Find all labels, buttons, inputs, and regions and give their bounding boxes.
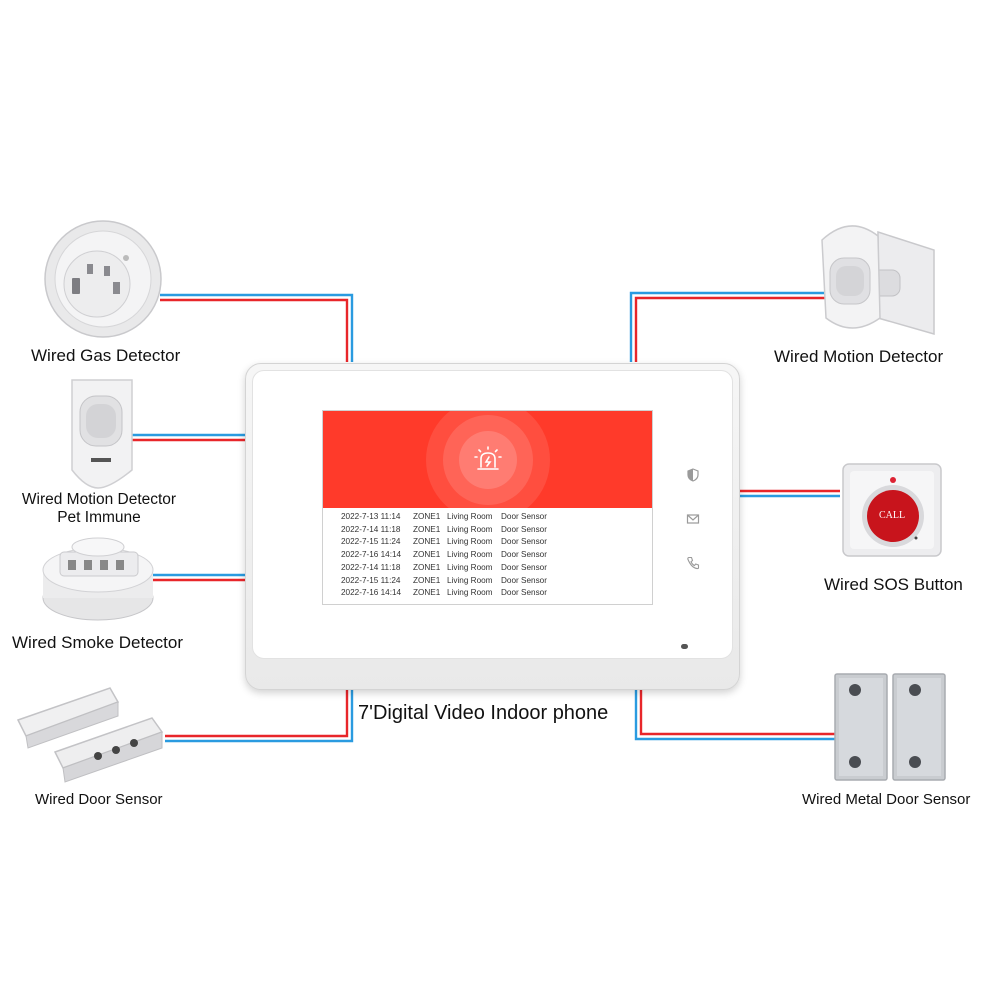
log-zone: ZONE1 (413, 575, 441, 585)
wire-motion-red (634, 296, 830, 362)
log-zone: ZONE1 (413, 537, 441, 547)
log-row: 2022-7-15 11:24 ZONE1 Living Room Door Sens… (341, 536, 547, 549)
log-date: 2022-7-15 11:24 (341, 575, 401, 585)
label-motion-pet-line2: Pet Immune (57, 509, 141, 526)
log-zone: ZONE1 (413, 562, 441, 572)
log-zone: ZONE1 (413, 524, 441, 534)
log-date: 2022-7-14 11:18 (341, 562, 401, 572)
log-location: Living Room (447, 524, 493, 534)
log-date: 2022-7-13 11:14 (341, 512, 401, 521)
gas-detector-image (44, 220, 162, 338)
log-sensor: Door Sensor (501, 524, 547, 534)
alarm-banner (323, 411, 652, 522)
label-metal-door-sensor: Wired Metal Door Sensor (802, 791, 971, 808)
label-door-sensor: Wired Door Sensor (35, 791, 163, 808)
motion-detector-pet-image (71, 379, 133, 489)
sos-button-image (842, 463, 942, 557)
door-sensor-image (16, 687, 164, 783)
phone-icon[interactable] (686, 556, 700, 570)
wire-metal-blue (634, 690, 840, 741)
wire-gas-red (160, 298, 349, 362)
log-zone: ZONE1 (413, 550, 441, 560)
log-row: 2022-7-16 14:14 ZONE1 Living Room Door Sens… (341, 587, 547, 600)
log-sensor: Door Sensor (501, 512, 547, 521)
log-date: 2022-7-16 14:14 (341, 550, 402, 560)
log-location: Living Room (447, 575, 493, 585)
log-zone: ZONE1 (413, 512, 441, 521)
log-row: 2022-7-15 11:24 ZONE1 Living Room Door Sens… (341, 575, 547, 588)
log-row: 2022-7-13 11:14 ZONE1 Living Room Door Sens… (341, 511, 547, 524)
wire-metal-red (639, 690, 840, 736)
log-sensor: Door Sensor (501, 537, 547, 547)
device-title: 7'Digital Video Indoor phone (358, 702, 609, 724)
log-sensor: Door Sensor (501, 588, 547, 598)
shield-icon[interactable] (686, 468, 700, 482)
log-zone: ZONE1 (413, 588, 441, 598)
wire-gas-blue (160, 293, 354, 362)
mail-icon[interactable] (686, 512, 700, 526)
motion-detector-image (821, 225, 935, 335)
smoke-detector-image (42, 537, 154, 621)
metal-door-sensor-image (834, 673, 946, 781)
wire-motion-blue (629, 291, 830, 362)
label-sos-button: Wired SOS Button (824, 575, 963, 594)
status-led (681, 644, 688, 649)
alarm-siren-icon (474, 446, 502, 470)
log-date: 2022-7-15 11:24 (341, 537, 401, 547)
label-motion-pet-line1: Wired Motion Detector (21, 491, 177, 508)
label-smoke-detector: Wired Smoke Detector (12, 633, 183, 652)
log-location: Living Room (447, 512, 493, 521)
wire-door-red (165, 690, 349, 738)
log-sensor: Door Sensor (501, 550, 547, 560)
log-sensor: Door Sensor (501, 562, 547, 572)
log-location: Living Room (447, 562, 493, 572)
label-gas-detector: Wired Gas Detector (31, 346, 181, 365)
log-location: Living Room (447, 588, 493, 598)
log-sensor: Door Sensor (501, 575, 547, 585)
wire-door-blue (165, 690, 354, 743)
label-motion-detector: Wired Motion Detector (774, 347, 944, 366)
log-row: 2022-7-14 11:18 ZONE1 Living Room Door Sens… (341, 562, 547, 575)
log-date: 2022-7-14 11:18 (341, 524, 401, 534)
log-location: Living Room (447, 537, 493, 547)
log-row: 2022-7-14 11:18 ZONE1 Living Room Door Sens… (341, 524, 547, 537)
alarm-ring-outer (426, 411, 550, 522)
log-date: 2022-7-16 14:14 (341, 588, 402, 598)
log-row: 2022-7-16 14:14 ZONE1 Living Room Door Sens… (341, 549, 547, 562)
sos-call-text: CALL (879, 510, 906, 521)
log-location: Living Room (447, 550, 493, 560)
